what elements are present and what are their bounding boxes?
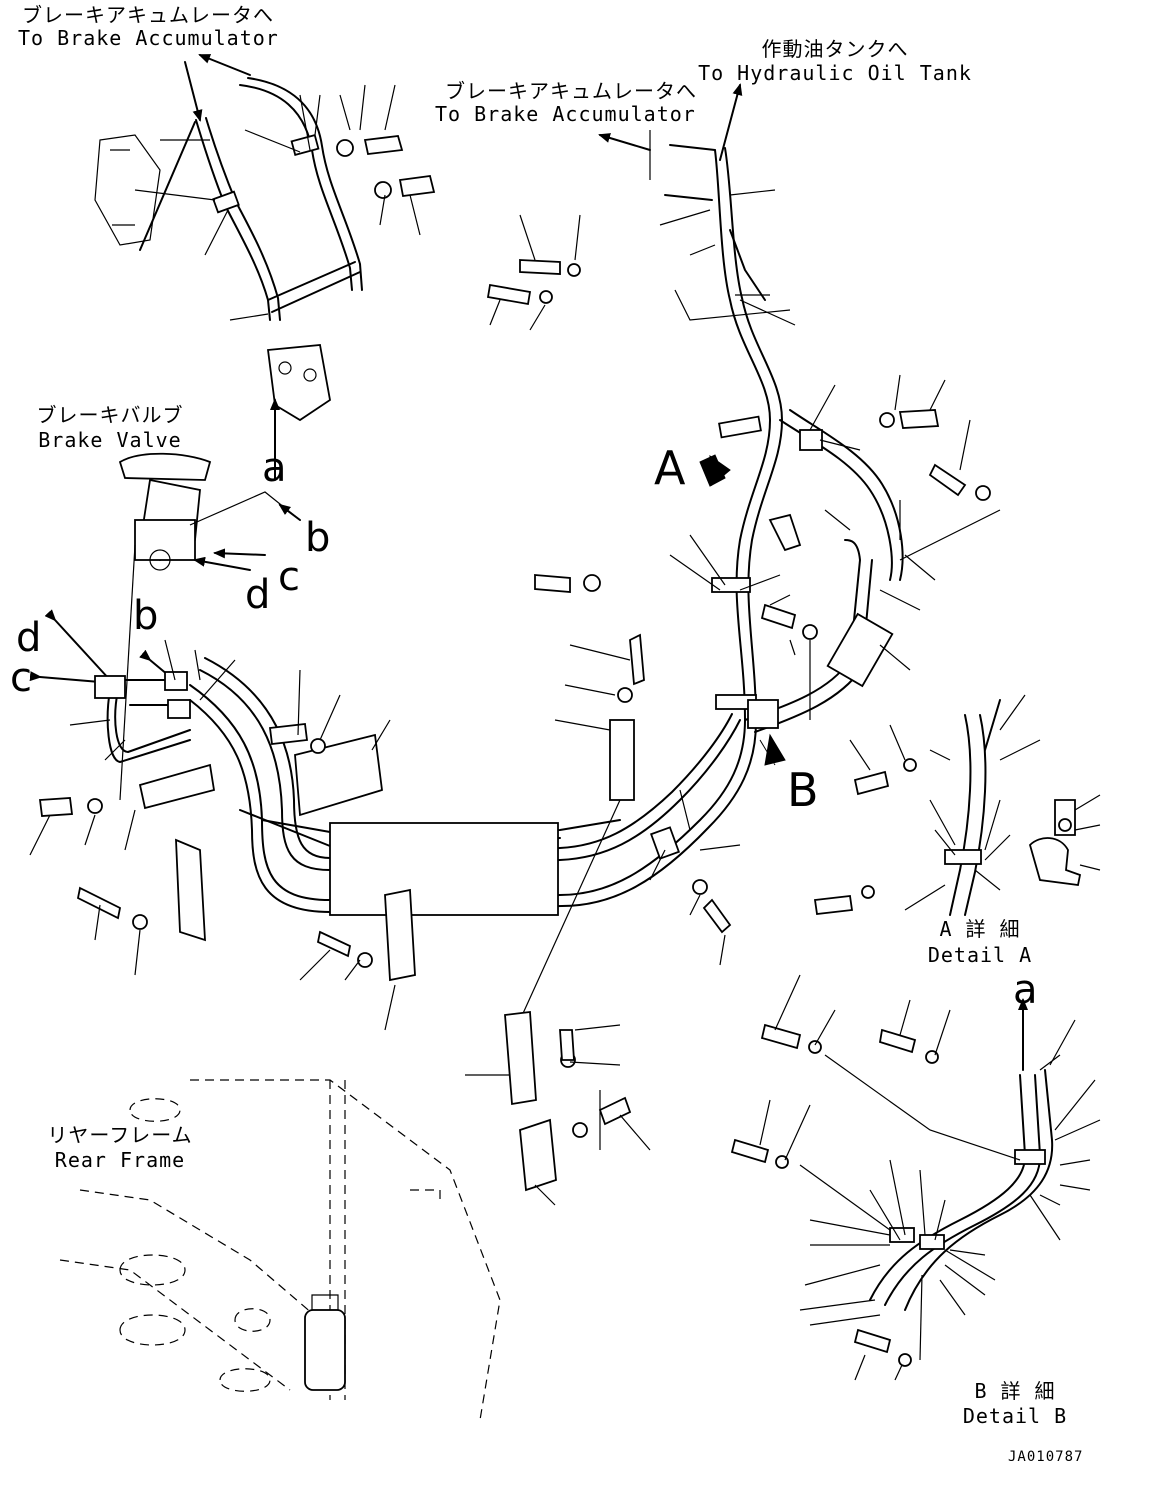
view-a-marker: A — [654, 441, 686, 495]
detail-b-drawing — [730, 998, 1054, 1367]
to-brake-accumulator-label-center-en: To Brake Accumulator — [435, 102, 696, 126]
to-brake-accumulator-label-left-jp: ブレーキアキュムレータへ — [22, 3, 274, 27]
to-hydraulic-oil-tank-label-jp: 作動油タンクへ — [761, 37, 909, 61]
upper-left-hose-assembly — [94, 54, 436, 321]
rear-frame-cylinder — [304, 1294, 346, 1391]
detail-a-label-en: Detail A — [927, 943, 1033, 967]
callout-b-left: b — [133, 593, 159, 639]
callout-a-detail-b: a — [1013, 967, 1038, 1013]
view-b-marker: B — [787, 763, 819, 817]
callout-d-right: d — [245, 572, 271, 618]
left-center-brackets — [76, 723, 416, 982]
left-hose-fittings — [29, 609, 216, 817]
callout-b-right: b — [305, 515, 331, 561]
callout-d-left: d — [16, 615, 42, 661]
brake-valve-label-jp: ブレーキバルブ — [36, 403, 184, 427]
detail-b-label-jp: B 詳 細 — [974, 1379, 1056, 1403]
part-leader-lines — [29, 84, 1101, 1381]
center-clamp-assembly — [486, 259, 991, 1192]
main-hose-bundle — [189, 83, 904, 916]
detail-a-drawing — [813, 699, 1082, 916]
to-brake-accumulator-label-left-en: To Brake Accumulator — [18, 26, 279, 50]
drawing-code: JA010787 — [1008, 1449, 1084, 1465]
brake-valve-label-en: Brake Valve — [38, 428, 182, 452]
rear-frame-label-jp: リヤーフレーム — [47, 1123, 193, 1147]
detail-a-label-jp: A 詳 細 — [939, 917, 1021, 941]
callout-a-upper: a — [262, 445, 287, 491]
callout-c-left: c — [10, 655, 32, 701]
brake-valve — [118, 452, 301, 801]
callout-c-right: c — [278, 554, 300, 600]
view-arrows — [699, 454, 786, 766]
to-hydraulic-oil-tank-label-en: To Hydraulic Oil Tank — [698, 61, 972, 85]
detail-b-label-en: Detail B — [962, 1404, 1068, 1428]
rear-frame — [59, 1079, 501, 1421]
rear-frame-label-en: Rear Frame — [54, 1148, 186, 1172]
brake-valve-block — [266, 344, 331, 481]
to-brake-accumulator-label-center-jp: ブレーキアキュムレータへ — [445, 79, 697, 103]
